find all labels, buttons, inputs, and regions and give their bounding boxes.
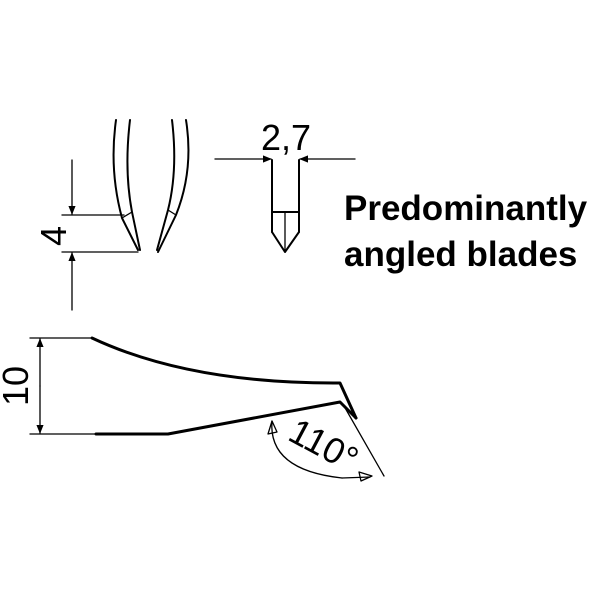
tip-length-label: 4: [33, 226, 74, 246]
right-arm-outer: [157, 119, 190, 253]
tweezer-profile-view: 10: [0, 336, 358, 436]
right-arm-tip-bevel: [167, 209, 177, 216]
tweezer-front-view: [112, 119, 190, 253]
angle-arc-arrow-start: [267, 420, 278, 435]
caption-line-2: angled blades: [344, 235, 578, 274]
dimension-tip-length: 4: [33, 159, 139, 311]
angle-arc-end: [341, 476, 371, 479]
caption-line-1: Predominantly: [344, 189, 588, 228]
left-arm-tip-bevel: [121, 211, 133, 219]
angle-arc: [271, 420, 343, 479]
tip-width-label: 2,7: [261, 117, 311, 158]
height-label: 10: [0, 366, 36, 406]
left-arm-outer: [112, 119, 139, 251]
blade-description: Predominantly angled blades: [344, 186, 600, 278]
profile-lower-edge: [94, 400, 358, 436]
left-arm-inner: [126, 119, 141, 251]
angle-extension-line: [343, 405, 385, 477]
profile-upper-edge: [90, 336, 358, 420]
dimension-angle: 110°: [267, 405, 385, 482]
angle-arc-arrow-end: [358, 471, 373, 482]
dimension-tip-width: 2,7: [214, 117, 356, 163]
tweezer-side-view: [271, 159, 300, 253]
right-arm-inner: [156, 119, 176, 251]
